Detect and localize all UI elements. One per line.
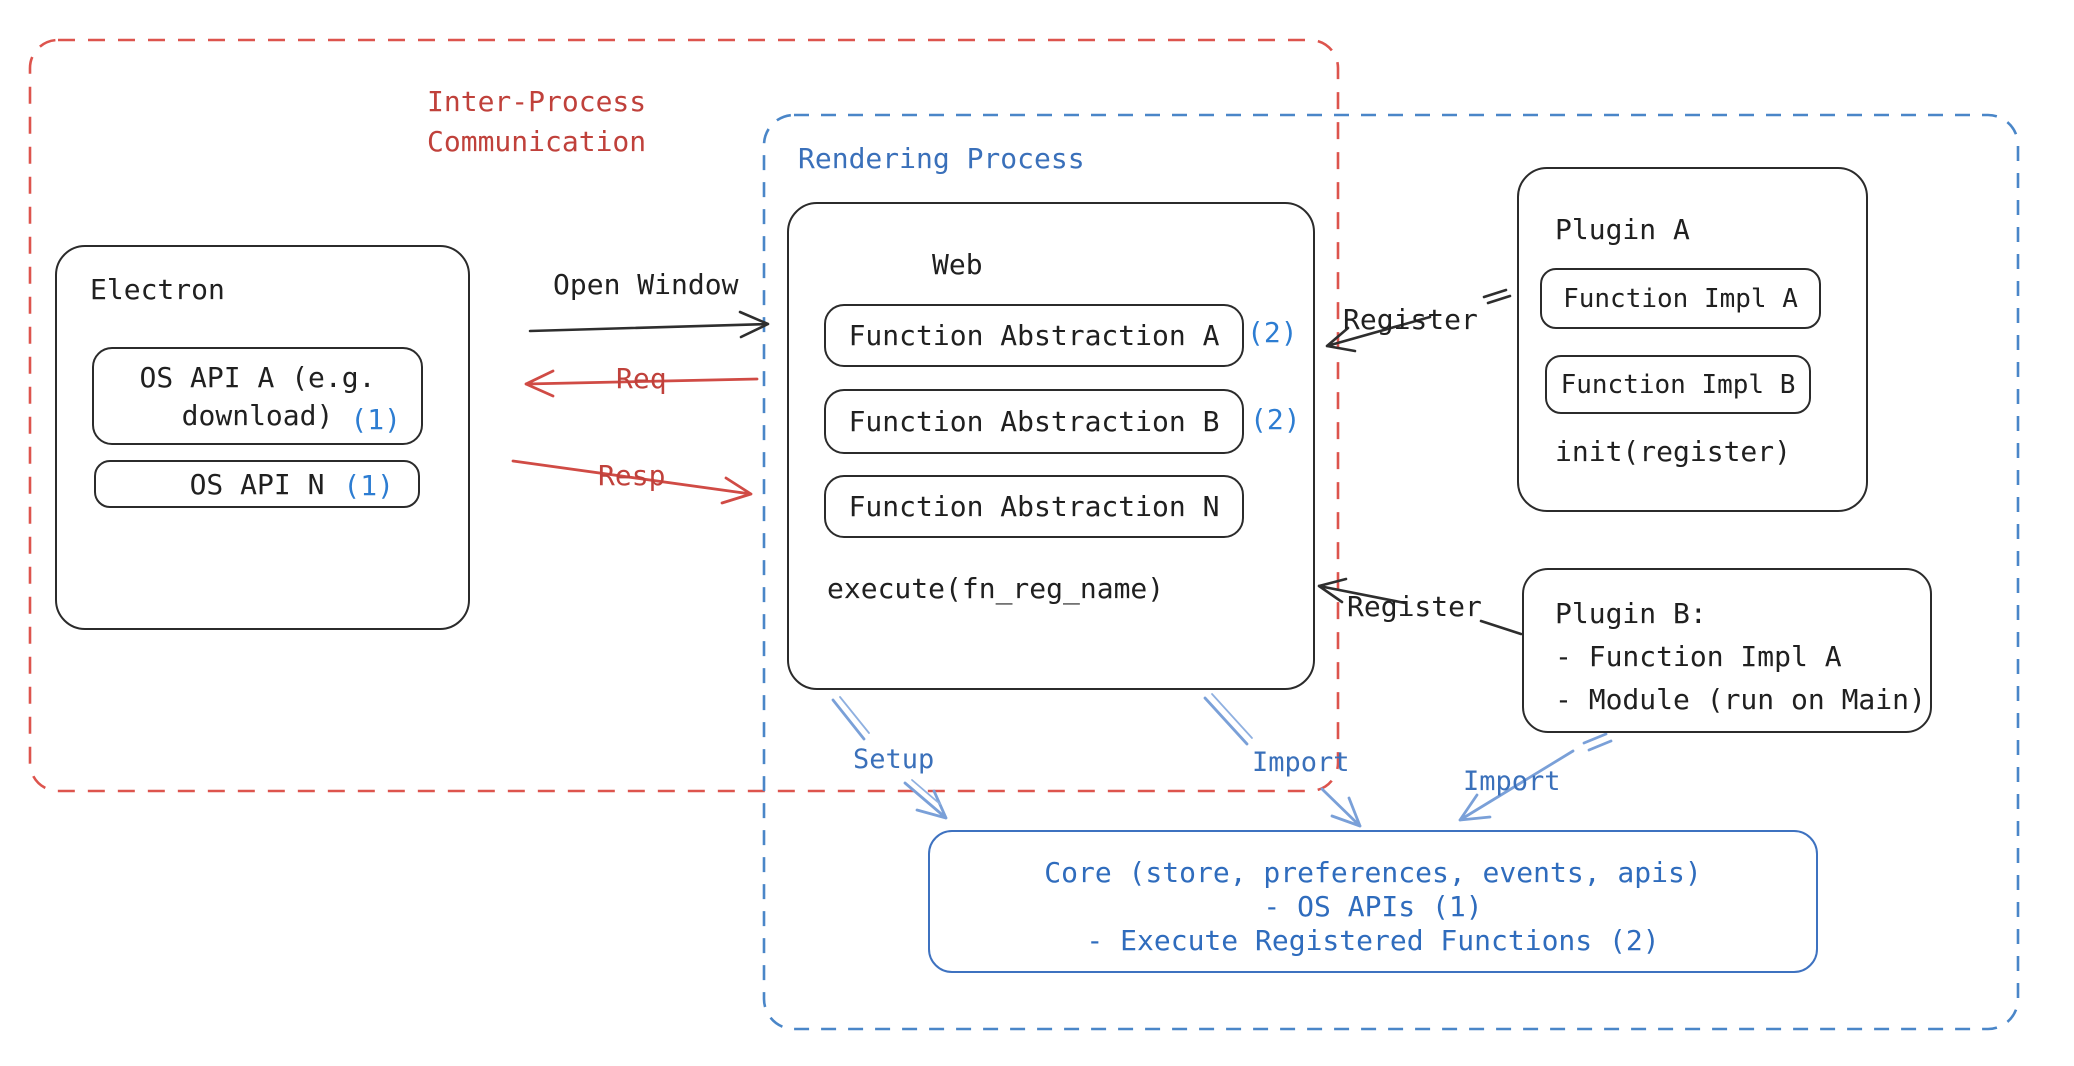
function-abstraction-b-box: Function Abstraction B — [824, 389, 1244, 454]
function-abstraction-n-label: Function Abstraction N — [848, 490, 1220, 523]
function-abstraction-b-badge: (2) — [1250, 403, 1301, 436]
req-arrow — [524, 369, 759, 398]
ipc-title-line2: Communication — [427, 125, 647, 158]
os-api-n-label: OS API N — [189, 467, 325, 501]
ipc-title-line1: Inter-Process — [427, 85, 647, 118]
open-window-label: Open Window — [553, 268, 739, 301]
function-abstraction-a-badge: (2) — [1247, 316, 1298, 349]
core-line1: Core (store, preferences, events, apis) — [1044, 856, 1702, 889]
os-api-a-badge: (1) — [350, 403, 401, 436]
plugin-b-line3: - Module (run on Main) — [1555, 683, 1926, 716]
function-abstraction-b-label: Function Abstraction B — [848, 405, 1220, 438]
core-line2: - OS APIs (1) — [1263, 890, 1483, 923]
import-right-arrow — [1458, 749, 1575, 822]
plugin-a-title: Plugin A — [1555, 213, 1690, 246]
register-top-arrow — [1325, 315, 1432, 353]
electron-box: Electron OS API A (e.g. download) (1) OS… — [55, 245, 470, 630]
os-api-n-badge: (1) — [343, 469, 394, 502]
plugin-b-line2: - Function Impl A — [1555, 640, 1842, 673]
function-impl-a-box: Function Impl A — [1540, 268, 1821, 329]
import-right-label: Import — [1463, 766, 1561, 797]
function-impl-b-box: Function Impl B — [1545, 355, 1811, 414]
os-api-a-box: OS API A (e.g. download) (1) — [92, 347, 423, 445]
setup-arrowhead-sketch — [911, 779, 941, 805]
function-impl-b-label: Function Impl B — [1560, 369, 1796, 400]
setup-arrowhead — [903, 781, 948, 820]
rendering-region-border — [762, 113, 2020, 1031]
core-line3: - Execute Registered Functions (2) — [1086, 924, 1660, 957]
web-box: Web Function Abstraction A (2) Function … — [787, 202, 1315, 690]
rendering-region-title: Rendering Process — [798, 142, 1085, 175]
register-bottom-connector — [1479, 619, 1523, 636]
init-register-label: init(register) — [1555, 435, 1792, 468]
setup-arrow-segment — [831, 698, 866, 741]
web-title: Web — [932, 248, 983, 281]
core-content: Core (store, preferences, events, apis)-… — [930, 856, 1816, 958]
req-label: Req — [616, 362, 667, 395]
function-abstraction-a-label: Function Abstraction A — [848, 319, 1220, 352]
setup-arrow-segment-sketch — [839, 696, 870, 734]
electron-title: Electron — [90, 273, 225, 306]
plugin-a-box: Plugin A Function Impl A Function Impl B… — [1517, 167, 1868, 512]
register-top-connector — [1482, 288, 1512, 305]
plugin-b-line1: Plugin B: — [1555, 597, 1707, 630]
setup-label: Setup — [853, 744, 935, 775]
function-abstraction-n-box: Function Abstraction N — [824, 475, 1244, 538]
import-right-connector — [1582, 732, 1613, 752]
import-mid-arrow-segment-sketch — [1211, 693, 1253, 739]
os-api-a-line2: download) — [181, 399, 334, 432]
register-bottom-label: Register — [1347, 590, 1482, 623]
function-impl-a-label: Function Impl A — [1563, 283, 1798, 314]
plugin-b-box: Plugin B: - Function Impl A - Module (run … — [1522, 568, 1932, 733]
resp-label: Resp — [598, 459, 666, 492]
os-api-n-box: OS API N (1) — [94, 460, 420, 508]
import-mid-arrowhead — [1320, 787, 1362, 828]
core-box: Core (store, preferences, events, apis)-… — [928, 830, 1818, 973]
register-bottom-arrow — [1317, 577, 1407, 605]
plugin-b-content: Plugin B: - Function Impl A - Module (run … — [1555, 592, 1926, 721]
resp-arrow — [511, 459, 753, 505]
os-api-a-line1: OS API A (e.g. — [139, 361, 376, 394]
execute-label: execute(fn_reg_name) — [827, 572, 1165, 605]
register-top-label: Register — [1343, 303, 1478, 336]
open-window-arrow — [528, 310, 770, 339]
function-abstraction-a-box: Function Abstraction A — [824, 304, 1244, 367]
import-mid-label: Import — [1252, 747, 1350, 778]
import-mid-arrow-segment — [1203, 696, 1249, 746]
